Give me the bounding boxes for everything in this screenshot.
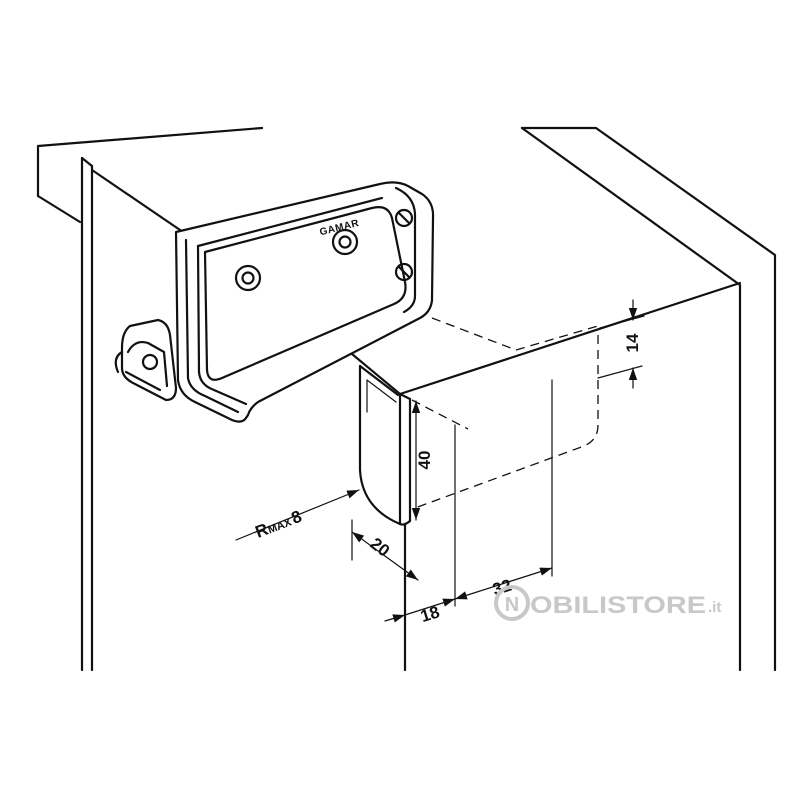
hidden-recess-top [411, 399, 469, 430]
watermark: N OBILISTORE .it [494, 585, 721, 621]
bracket-right-fold [394, 186, 417, 314]
board-top-edge [36, 126, 264, 198]
hidden-plate-top [431, 317, 517, 351]
bracket-flange-fold-1 [184, 238, 240, 414]
clip-body [120, 318, 178, 402]
clip-tab [114, 350, 124, 374]
dim-20-label: 20 [367, 534, 394, 561]
recess-cutout [358, 364, 402, 526]
hidden-lines [411, 317, 599, 509]
clip-inner-contour [126, 340, 169, 388]
top-panel-left-edge [90, 168, 185, 234]
watermark-logo-icon [494, 585, 530, 621]
dim-18-label: 18 [418, 602, 442, 626]
mounting-hole-right-inner-icon [338, 235, 352, 249]
dim-32-line [454, 567, 553, 600]
board-bottom-edge [36, 194, 82, 224]
screw-bottom-icon [394, 262, 414, 282]
screw-top-icon [394, 208, 414, 228]
door-panel [80, 156, 94, 672]
recess-inner-top [366, 379, 397, 403]
mounting-hole-left-inner-icon [241, 271, 255, 285]
radius-leader [235, 489, 360, 541]
recess-outline [358, 364, 402, 526]
dimension-18-32: 18 32 [384, 379, 553, 626]
dim-14-label: 14 [623, 333, 642, 352]
dim-18-line [404, 598, 456, 616]
screw-bottom-slot [397, 265, 411, 279]
hidden-plate-side [515, 325, 599, 351]
dim-20-line [351, 531, 419, 581]
screw-top-slot [397, 211, 411, 225]
mounting-hole-right-icon [331, 228, 359, 256]
dim-40-label: 40 [415, 451, 434, 470]
bracket: GAMAR [174, 181, 435, 423]
door-top-cap [80, 156, 94, 168]
clip-mechanism [114, 318, 178, 402]
dimension-20: 20 [351, 519, 419, 581]
dimension-radius: RMAX8 [235, 489, 360, 542]
dimension-40: 40 [411, 400, 434, 521]
watermark-mark: N [505, 594, 519, 616]
dim-18-leader [384, 614, 406, 623]
radius-sub: MAX [266, 516, 294, 536]
mounting-hole-left-icon [234, 264, 262, 292]
side-panel-outer [520, 126, 777, 672]
recess-top [358, 364, 400, 397]
dimension-14: 14 [597, 299, 645, 389]
hidden-plate-back [414, 335, 599, 509]
radius-label: RMAX8 [253, 507, 305, 542]
watermark-text: OBILISTORE [530, 592, 706, 619]
clip-lower-edge [124, 370, 162, 392]
watermark-suffix: .it [708, 599, 721, 616]
left-board [36, 126, 264, 224]
bracket-top-thickness [196, 196, 384, 248]
dim-32-label: 32 [490, 576, 514, 600]
dim-14-extension-top [599, 315, 645, 329]
clip-pivot-icon [141, 353, 159, 371]
dim-14-extension-bottom [597, 365, 643, 379]
bracket-flange-fold-2 [196, 244, 248, 406]
side-panel-inner [520, 126, 742, 672]
front-panel-corner [398, 392, 412, 401]
bracket-pressed-recess [203, 206, 407, 381]
